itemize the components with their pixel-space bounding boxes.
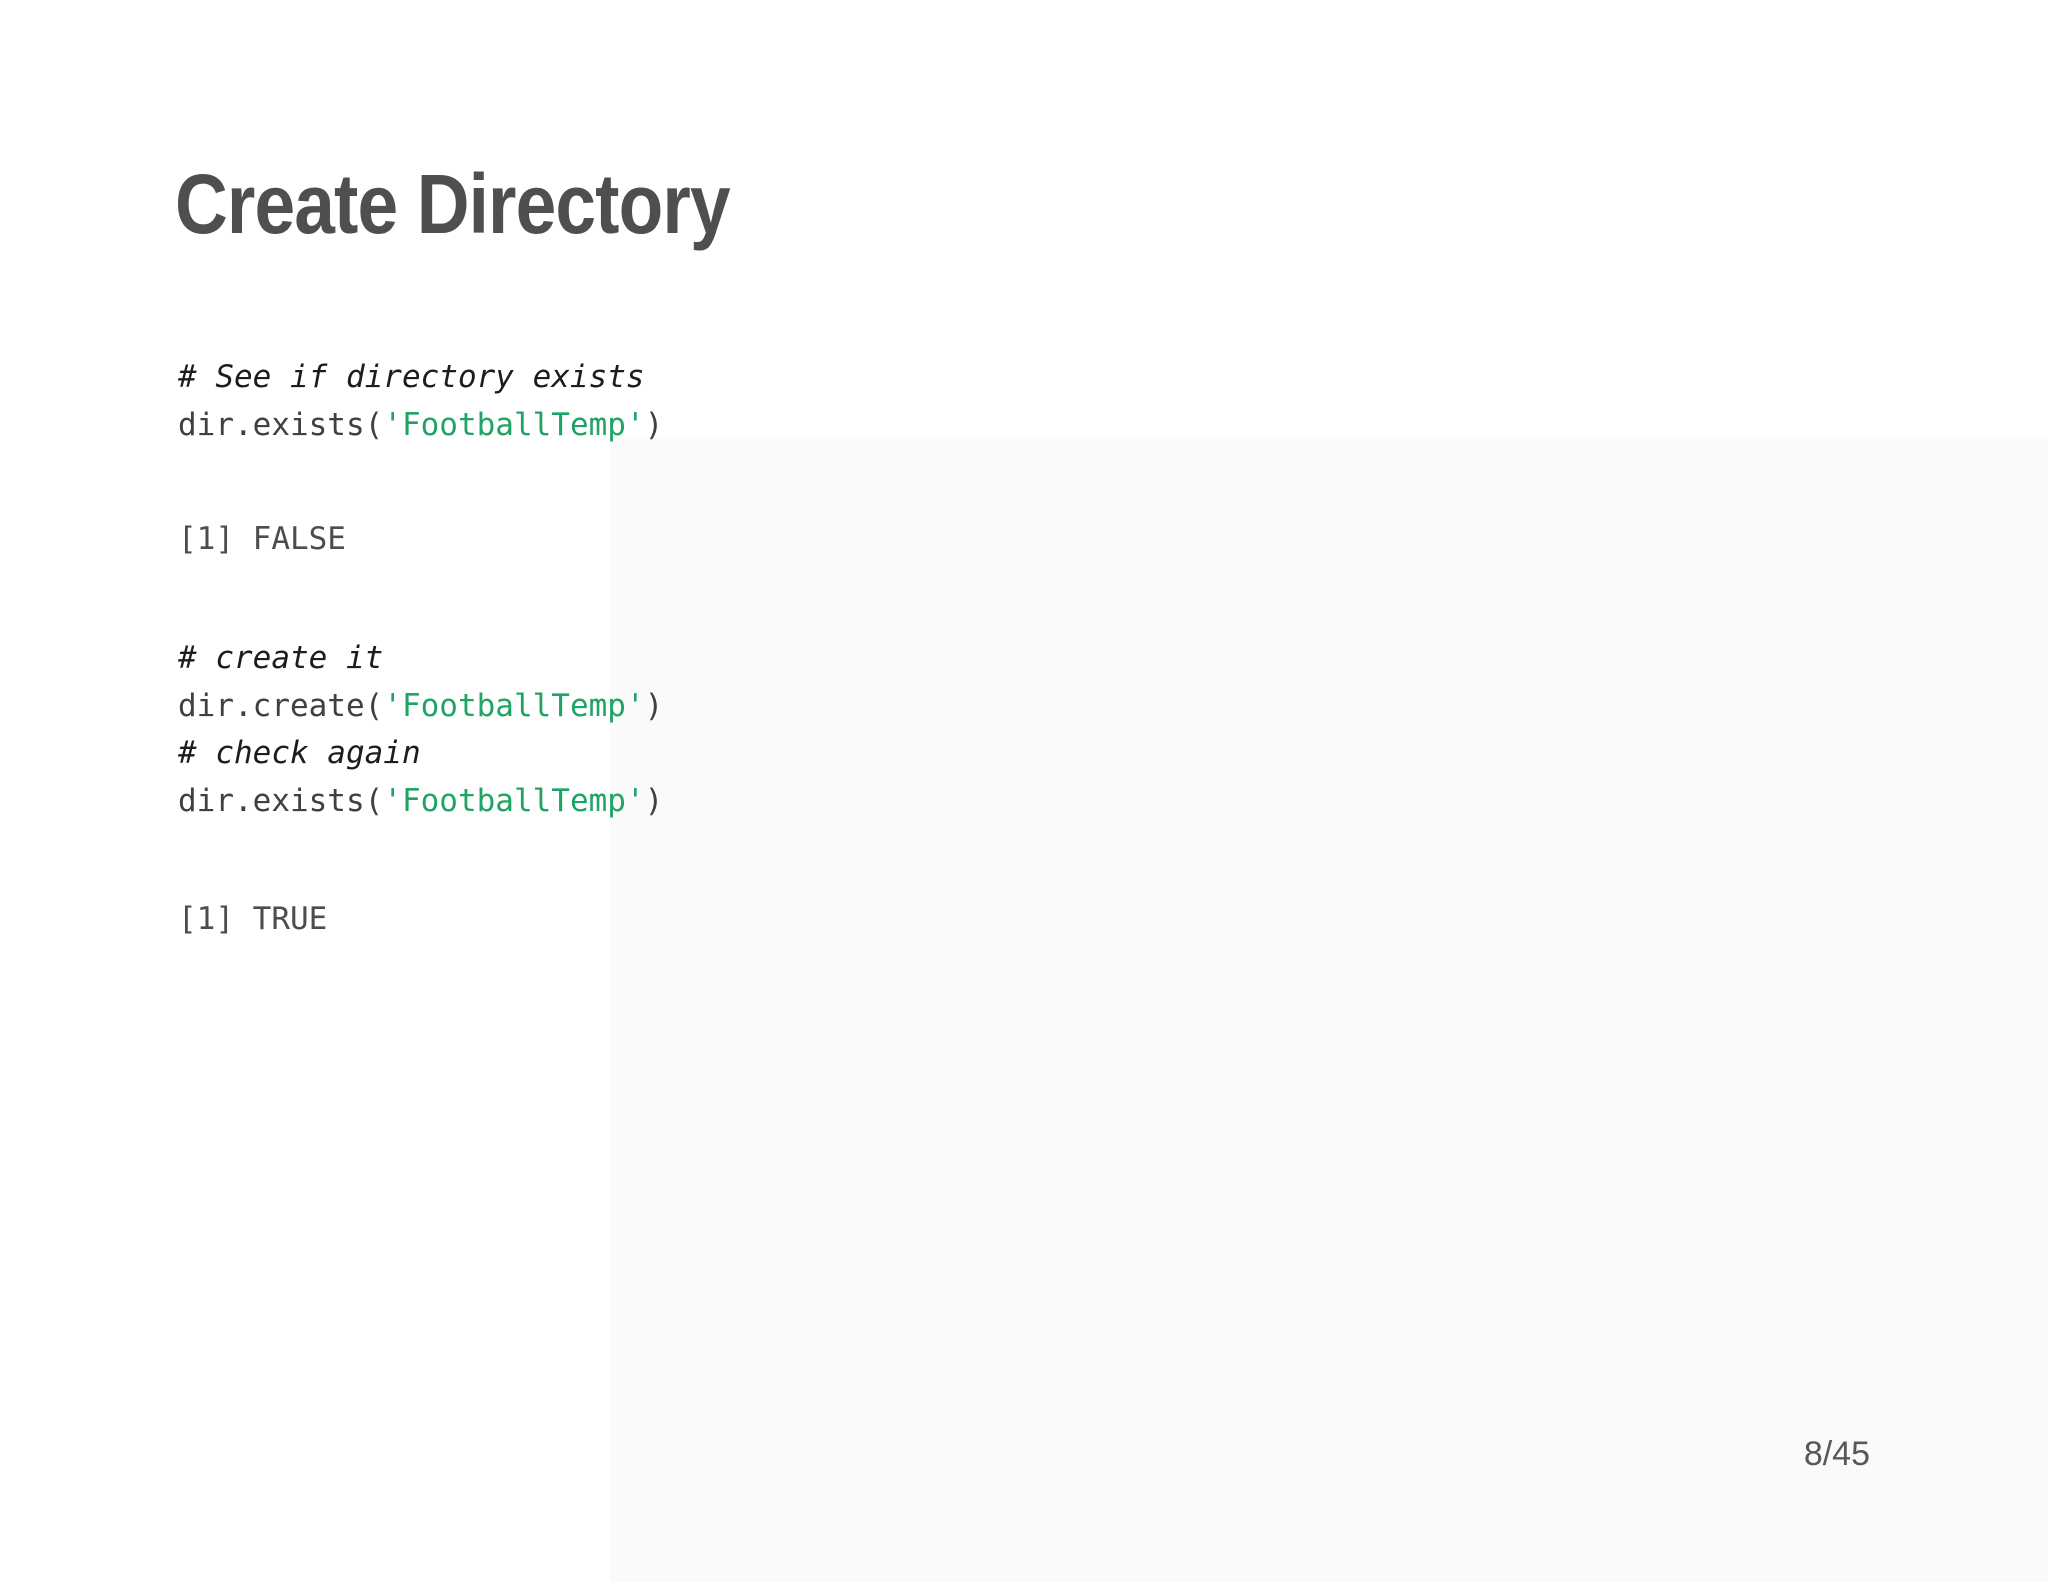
code-block-1: # See if directory exists dir.exists('Foo… — [178, 354, 663, 449]
code-token: dir.exists( — [178, 782, 384, 819]
code-token: ) — [644, 687, 664, 724]
page-number: 8/45 — [1803, 1435, 1870, 1473]
output-block-2: [1] TRUE — [178, 901, 328, 937]
code-token: ) — [644, 406, 664, 443]
code-line: # create it — [178, 635, 663, 683]
string-token: 'FootballTemp' — [383, 687, 645, 724]
code-token: dir.exists( — [178, 406, 384, 443]
slide-title: Create Directory — [175, 157, 731, 251]
code-line: # check again — [178, 730, 663, 778]
output-block-1: [1] FALSE — [178, 521, 346, 557]
string-token: 'FootballTemp' — [383, 782, 645, 819]
code-line: # See if directory exists — [178, 354, 663, 402]
comment-token: # See if directory exists — [178, 359, 645, 395]
code-line: dir.exists('FootballTemp') — [178, 778, 663, 826]
code-line: dir.create('FootballTemp') — [178, 683, 663, 731]
string-token: 'FootballTemp' — [383, 406, 645, 443]
background-tint — [610, 437, 2048, 1582]
code-line: dir.exists('FootballTemp') — [178, 402, 663, 450]
code-token: dir.create( — [178, 687, 384, 724]
code-token: ) — [644, 782, 664, 819]
comment-token: # check again — [178, 735, 421, 771]
comment-token: # create it — [178, 640, 384, 676]
